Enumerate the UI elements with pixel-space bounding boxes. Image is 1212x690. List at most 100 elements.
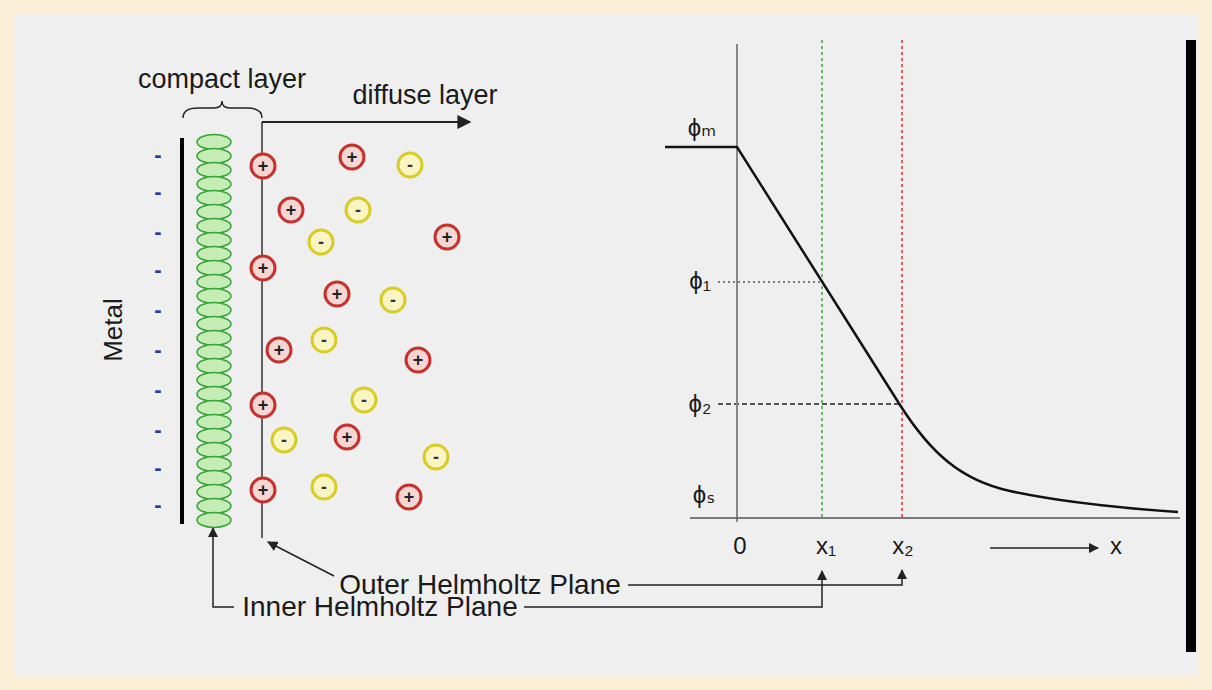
- ion-ring: [312, 328, 336, 352]
- water-molecule: [197, 513, 231, 528]
- compact-bracket: [183, 101, 262, 118]
- potential-label: ϕₘ: [688, 115, 716, 141]
- ion-ring: [251, 256, 275, 280]
- axis-label: x: [1110, 533, 1122, 559]
- ion-ring: [340, 145, 364, 169]
- ion-ring: [335, 425, 359, 449]
- water-molecule: [197, 303, 231, 318]
- cation-circle: +: [433, 223, 461, 251]
- water-molecule: [197, 429, 231, 444]
- anion-circle: -: [310, 326, 338, 354]
- cation-circle: +: [249, 152, 277, 180]
- charge-sign: -: [281, 431, 287, 449]
- water-molecule: [197, 457, 231, 472]
- anion-circle: -: [422, 443, 450, 471]
- water-molecule: [197, 485, 231, 500]
- charge-sign: -: [433, 448, 439, 466]
- edge-bar: [1186, 40, 1196, 652]
- ion-ring: [346, 198, 370, 222]
- diffuse-arrow: [262, 121, 470, 123]
- water-molecule: [197, 205, 231, 220]
- outer-plane-marker: [901, 40, 903, 518]
- charge-sign: -: [321, 331, 327, 349]
- water-molecule: [197, 275, 231, 290]
- water-molecule: [197, 177, 231, 192]
- layer-label: diffuse layer: [352, 81, 497, 111]
- surface-charge: -: [154, 418, 161, 442]
- distance-axis: [690, 517, 1180, 519]
- charge-sign: +: [413, 351, 424, 369]
- anion-circle: -: [396, 151, 424, 179]
- outer-helmholtz-line: [261, 122, 263, 538]
- water-molecule: [197, 401, 231, 416]
- water-molecule: [197, 317, 231, 332]
- charge-sign: +: [286, 201, 297, 219]
- charge-sign: -: [361, 391, 367, 409]
- water-molecule: [197, 149, 231, 164]
- anion-circle: -: [350, 386, 378, 414]
- water-molecule: [197, 471, 231, 486]
- water-molecule: [197, 261, 231, 276]
- water-molecule: [197, 345, 231, 360]
- surface-charge: -: [154, 258, 161, 282]
- water-layer: [197, 135, 231, 528]
- surface-charge: -: [154, 378, 161, 402]
- surface-charge: -: [154, 143, 161, 167]
- surface-charge: -: [154, 180, 161, 204]
- metal-label: Metal: [99, 298, 128, 362]
- anion-circle: -: [270, 426, 298, 454]
- water-molecule: [197, 163, 231, 178]
- ion-ring: [397, 485, 421, 509]
- water-molecule: [197, 387, 231, 402]
- cation-circle: +: [338, 143, 366, 171]
- water-molecule: [197, 331, 231, 346]
- charge-sign: +: [332, 285, 343, 303]
- axis-tick-label: x₁: [816, 533, 836, 559]
- potential-label: ϕ₁: [689, 268, 711, 294]
- charge-sign: +: [342, 428, 353, 446]
- charge-sign: -: [407, 156, 413, 174]
- ion-ring: [325, 282, 349, 306]
- surface-charge: -: [154, 493, 161, 517]
- charge-sign: -: [318, 233, 324, 251]
- water-molecule: [197, 415, 231, 430]
- cation-circle: +: [265, 336, 293, 364]
- charge-sign: +: [258, 396, 269, 414]
- potential-label: ϕ₂: [689, 391, 712, 417]
- ion-ring: [424, 445, 448, 469]
- panel-ground: [14, 14, 1198, 676]
- cation-circle: +: [323, 280, 351, 308]
- cation-circle: +: [277, 196, 305, 224]
- ion-ring: [398, 153, 422, 177]
- surface-charge: -: [154, 298, 161, 322]
- ion-ring: [309, 230, 333, 254]
- charge-sign: -: [390, 291, 396, 309]
- cation-circle: +: [249, 254, 277, 282]
- charge-sign: +: [258, 481, 269, 499]
- charge-sign: +: [258, 259, 269, 277]
- surface-charge: -: [154, 220, 161, 244]
- water-molecule: [197, 247, 231, 262]
- ion-ring: [251, 154, 275, 178]
- layer-label: compact layer: [138, 65, 306, 95]
- charge-sign: +: [347, 148, 358, 166]
- axis-direction-arrow: [990, 547, 1098, 549]
- water-molecule: [197, 443, 231, 458]
- water-molecule: [197, 233, 231, 248]
- anion-circle: -: [307, 228, 335, 256]
- charge-sign: +: [442, 228, 453, 246]
- axis-tick-label: x₂: [892, 533, 913, 559]
- cation-circle: +: [249, 391, 277, 419]
- charge-sign: -: [321, 478, 327, 496]
- potential-curve: [665, 147, 1178, 512]
- cation-circle: +: [249, 476, 277, 504]
- outer-plane-leader: [628, 570, 902, 585]
- plane-label: Inner Helmholtz Plane: [242, 592, 517, 623]
- ion-ring: [272, 428, 296, 452]
- water-molecule: [197, 373, 231, 388]
- anion-circle: -: [379, 286, 407, 314]
- metal-surface: [180, 138, 184, 524]
- water-molecule: [197, 289, 231, 304]
- ion-ring: [251, 393, 275, 417]
- ion-ring: [435, 225, 459, 249]
